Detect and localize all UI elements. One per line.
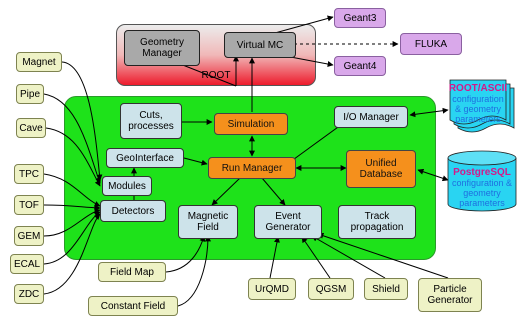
modules-box: Modules: [102, 176, 152, 196]
ecal-box: ECAL: [10, 254, 44, 274]
shield-box: Shield: [364, 278, 408, 300]
tof-box: TOF: [14, 195, 44, 215]
particle-generator-box: Particle Generator: [418, 278, 482, 312]
postgres-text: configuration & geometry parameters: [451, 178, 513, 208]
tpc-detectors-arrow: [43, 173, 101, 207]
event-generator-box: Event Generator: [254, 205, 322, 239]
qgsm-box: QGSM: [308, 278, 354, 300]
magnet-modules-arrow: [61, 61, 103, 181]
pipe-modules-arrow: [43, 93, 101, 184]
gem-detectors-arrow: [43, 208, 101, 237]
pipe-box: Pipe: [16, 84, 44, 104]
root-label: ROOT: [201, 69, 231, 81]
cave-modules-arrow: [45, 127, 101, 187]
magnetic-field-box: Magnetic Field: [178, 205, 238, 239]
fluka-box: FLUKA: [400, 33, 462, 55]
detectors-box: Detectors: [100, 200, 166, 222]
cuts-processes-box: Cuts, processes: [120, 103, 182, 139]
io-manager-box: I/O Manager: [334, 106, 408, 128]
io-rootascii-arrow: [409, 107, 449, 118]
geo-run-arrow: [183, 157, 208, 166]
root-ascii-text: configuration & geometry parameters: [452, 94, 504, 124]
constfield-field-arrow: [177, 235, 211, 307]
virtual-mc-box: Virtual MC: [224, 32, 296, 58]
field-map-box: Field Map: [98, 262, 166, 282]
urqmd-gen-arrow: [269, 236, 280, 279]
run-field-arrow: [211, 177, 241, 206]
ecal-detectors-arrow: [43, 211, 101, 265]
tpc-box: TPC: [14, 164, 44, 184]
unified-database-box: Unified Database: [346, 150, 416, 188]
geointerface-box: GeoInterface: [106, 148, 184, 168]
track-propagation-box: Track propagation: [338, 205, 416, 239]
zdc-detectors-arrow: [43, 213, 101, 295]
shield-gen-arrow: [311, 235, 386, 279]
db-postgres-arrow: [417, 168, 449, 182]
postgres-storage: [447, 150, 517, 212]
run-io-arrow: [289, 121, 346, 163]
root-ascii-storage: [449, 79, 515, 133]
constant-field-box: Constant Field: [88, 296, 178, 316]
run-generator-arrow: [261, 177, 286, 206]
cave-box: Cave: [16, 118, 46, 138]
zdc-box: ZDC: [14, 284, 44, 304]
run-manager-box: Run Manager: [208, 157, 296, 179]
gem-box: GEM: [14, 226, 44, 246]
urqmd-box: UrQMD: [248, 278, 296, 300]
magnet-box: Magnet: [16, 52, 62, 72]
postgres-title: PostgreSQL: [453, 166, 511, 178]
tof-detectors-arrow: [43, 204, 101, 211]
qgsm-gen-arrow: [301, 236, 331, 279]
geometry-manager-box: Geometry Manager: [124, 30, 200, 66]
simulation-box: Simulation: [214, 113, 288, 135]
root-ascii-title: ROOT/ASCII: [448, 82, 508, 94]
geant4-box: Geant4: [334, 56, 386, 76]
particle-gen-arrow: [317, 232, 449, 279]
fieldmap-field-arrow: [165, 235, 206, 273]
geant3-box: Geant3: [334, 8, 386, 28]
